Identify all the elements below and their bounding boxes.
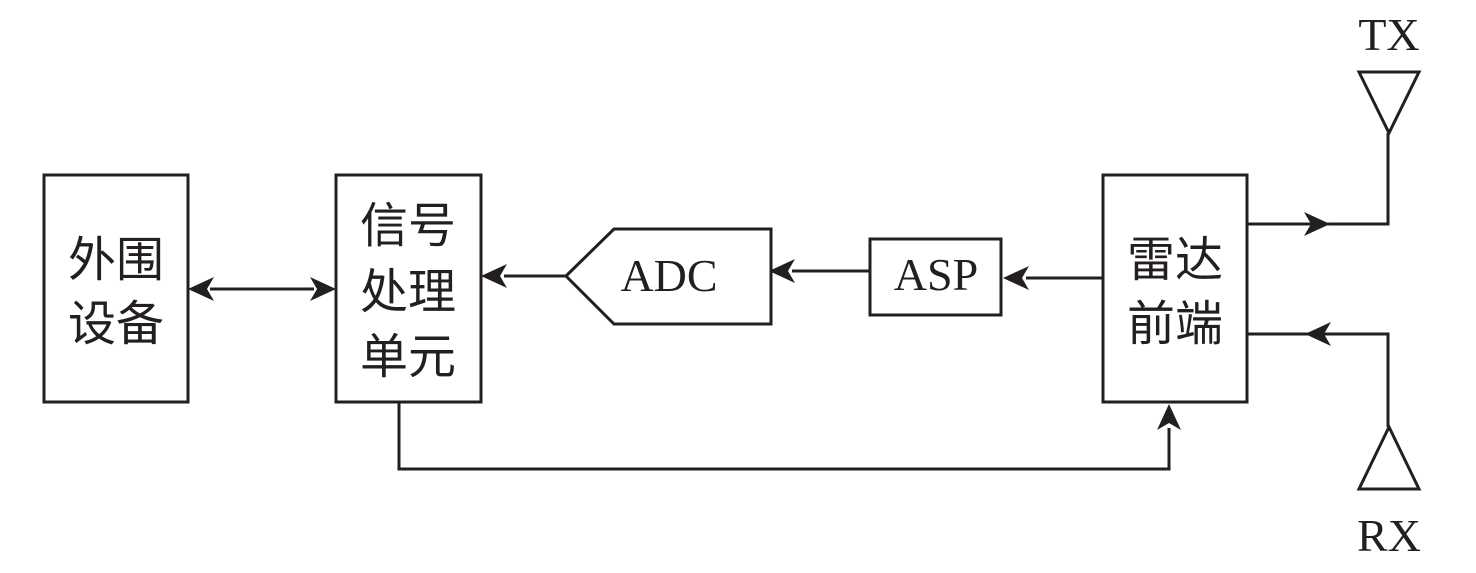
rx-label: RX	[1357, 510, 1421, 561]
arrowheads	[188, 212, 1331, 430]
arrowhead-into-adc	[769, 259, 795, 283]
asp-block: ASP	[868, 237, 1003, 317]
radar-frontend-box	[1101, 173, 1249, 404]
peripheral-label-line1: 外围	[68, 232, 164, 288]
signal-processing-block: 信号 处理 单元	[334, 173, 483, 404]
rx-feed-line	[1248, 332, 1390, 427]
arrowhead-into-asp	[1003, 266, 1029, 290]
peripheral-label-line2: 设备	[68, 296, 164, 352]
rx-antenna-icon	[1356, 423, 1422, 491]
arrowhead-into-peripheral	[188, 277, 214, 301]
signal-processing-label-line2: 处理	[360, 264, 456, 320]
signal-processing-box	[334, 173, 483, 404]
arrowhead-into-frontend-rx	[1305, 322, 1331, 346]
peripheral-block: 外围 设备	[42, 173, 190, 404]
control-feedback-line	[397, 403, 1171, 471]
arrowhead-into-signal-from-adc	[481, 264, 507, 288]
signal-processing-label-line3: 单元	[360, 329, 456, 385]
tx-antenna: TX	[1356, 9, 1422, 137]
signal-processing-label-line1: 信号	[360, 198, 456, 254]
asp-box	[868, 237, 1003, 317]
tx-label: TX	[1358, 9, 1419, 60]
arrowhead-into-signal-from-peripheral	[310, 277, 336, 301]
tx-antenna-icon	[1356, 70, 1422, 137]
arrowhead-tx-feed	[1304, 212, 1330, 236]
radar-frontend-block: 雷达 前端	[1101, 173, 1249, 404]
radar-frontend-label-line1: 雷达	[1127, 232, 1223, 288]
connections	[210, 133, 1390, 471]
asp-label: ASP	[894, 249, 978, 300]
tx-feed-line	[1248, 133, 1390, 226]
rx-antenna: RX	[1356, 423, 1422, 561]
arrowhead-into-frontend-control	[1157, 404, 1181, 430]
adc-shape	[563, 227, 773, 326]
adc-block: ADC	[563, 227, 773, 326]
radar-frontend-label-line2: 前端	[1127, 296, 1223, 352]
adc-label: ADC	[620, 250, 717, 301]
peripheral-box	[42, 173, 190, 404]
